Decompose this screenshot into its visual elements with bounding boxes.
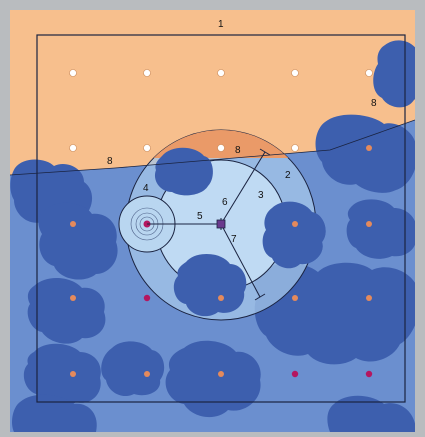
canopy-left-mid xyxy=(38,202,118,280)
zone-boundary xyxy=(10,119,415,176)
canopy-mid-bottom xyxy=(101,341,165,397)
label-1: 1 xyxy=(218,19,224,30)
label-8-center: 8 xyxy=(235,145,241,156)
tree-canopies xyxy=(10,40,415,432)
label-2: 2 xyxy=(285,170,291,181)
canopy-bottom-right xyxy=(327,395,415,432)
white-points xyxy=(69,69,373,152)
canopy-far-right-mid xyxy=(346,199,415,259)
line-7 xyxy=(220,223,261,298)
label-6: 6 xyxy=(222,197,228,208)
canopy-left-lower xyxy=(27,277,106,344)
line-6-endcap xyxy=(259,148,271,156)
plot-boundary xyxy=(36,34,406,403)
canopy-bottom-left xyxy=(12,394,97,432)
label-8-left: 8 xyxy=(107,156,113,167)
label-3: 3 xyxy=(258,190,264,201)
label-5: 5 xyxy=(197,211,203,222)
number-labels: 1 2 3 4 5 6 7 8 8 8 xyxy=(107,19,377,245)
canopy-right-upper xyxy=(315,114,415,193)
magenta-points xyxy=(143,294,373,378)
canopy-left-bottom xyxy=(23,343,101,408)
canopies-over-circles xyxy=(154,147,326,317)
line-7-endcap xyxy=(254,293,266,301)
label-8-right: 8 xyxy=(371,98,377,109)
orange-points xyxy=(70,145,372,377)
canopy-right-big xyxy=(254,262,415,365)
label-7: 7 xyxy=(231,234,237,245)
center-square-marker xyxy=(216,219,226,229)
line-6 xyxy=(220,151,266,225)
canopy-center-lower xyxy=(165,340,261,418)
label-4: 4 xyxy=(143,183,149,194)
